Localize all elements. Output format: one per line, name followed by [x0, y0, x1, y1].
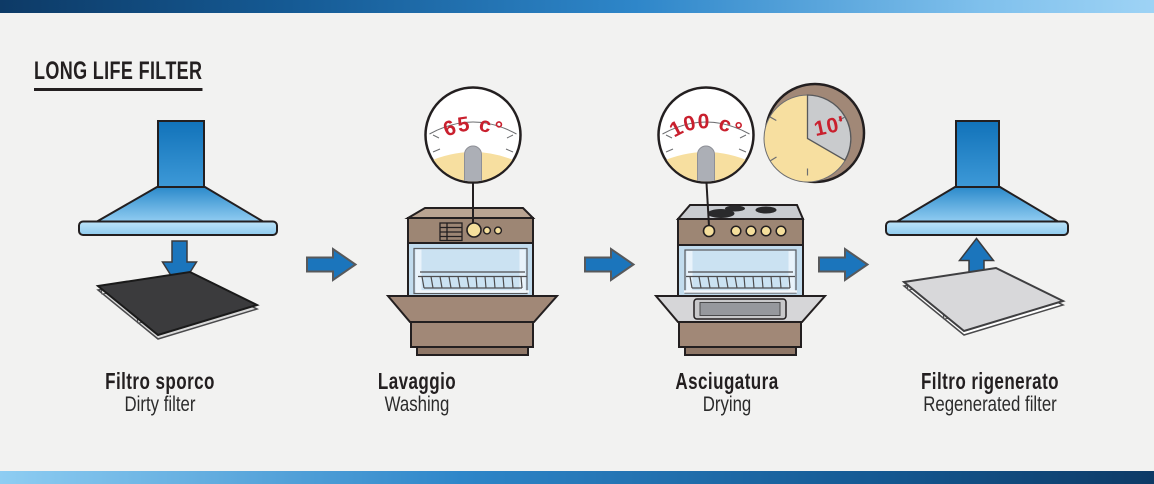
bottom-gradient-bar — [0, 471, 1154, 484]
wire-rack — [418, 271, 527, 289]
oven-icon — [653, 204, 828, 356]
stage-regenerated-filter — [885, 120, 1069, 336]
dishwasher-knob — [466, 222, 482, 238]
control-grid-icon — [439, 222, 463, 242]
range-hood-icon — [885, 120, 1069, 236]
stage-label-english: Washing — [384, 393, 450, 416]
stage-label-italian: Filtro rigenerato — [920, 368, 1060, 394]
dishwasher-icon — [385, 207, 560, 356]
range-hood-icon — [78, 120, 278, 236]
oven-knob — [702, 224, 716, 238]
stage-label-italian: Filtro sporco — [105, 368, 215, 394]
timer-10-icon: 10' — [763, 82, 866, 184]
right-arrow-icon — [818, 247, 870, 282]
right-arrow-icon — [306, 247, 358, 282]
stage-label-english: Dirty filter — [124, 393, 196, 416]
temperature-dial-65-icon: 65 c° — [424, 86, 522, 223]
stage-label-italian: Asciugatura — [675, 368, 779, 394]
temperature-dial-100-icon: 100 c° — [657, 86, 755, 227]
stage-drying: 100 c° 10' — [653, 82, 866, 356]
dirty-filter-icon — [95, 270, 260, 340]
page-title: LONG LIFE FILTER — [34, 58, 203, 92]
stage-washing: 65 c° — [385, 86, 560, 356]
right-arrow-icon — [584, 247, 636, 282]
wire-rack — [686, 271, 795, 289]
stage-dirty-filter — [78, 120, 278, 340]
stage-label-italian: Lavaggio — [377, 368, 457, 394]
regenerated-filter-icon — [901, 266, 1066, 336]
stage-label-english: Drying — [702, 393, 752, 416]
top-gradient-bar — [0, 0, 1154, 13]
stage-label-english: Regenerated filter — [923, 393, 1057, 416]
